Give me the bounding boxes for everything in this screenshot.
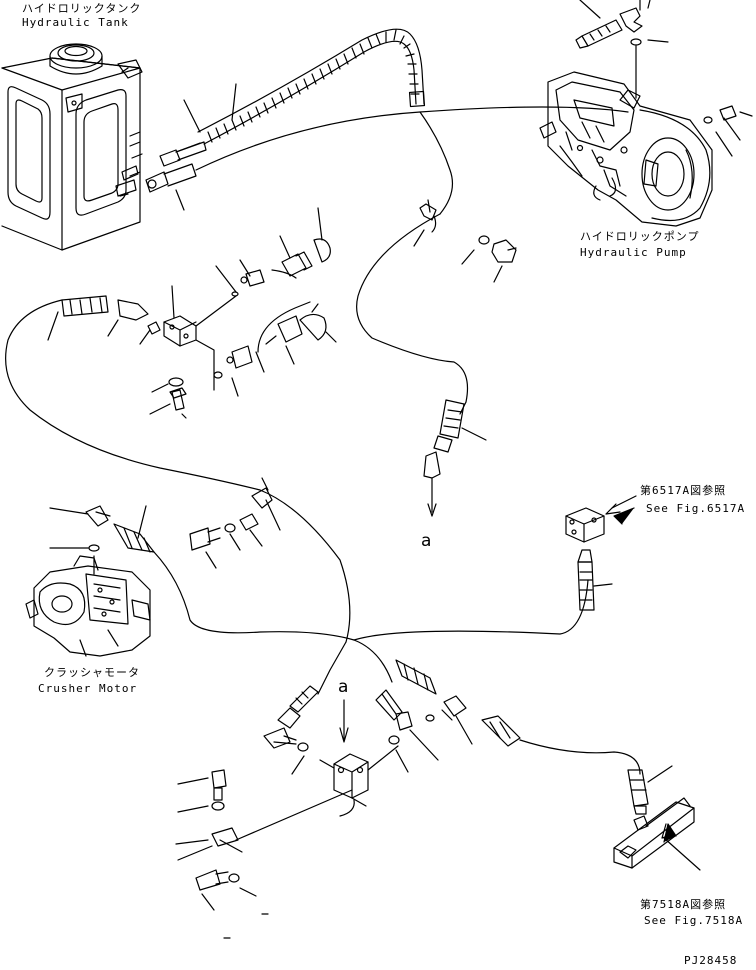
drawing-number: PJ28458 xyxy=(684,954,738,967)
crusher-motor-label-en: Crusher Motor xyxy=(38,682,138,695)
fig-6517a-reference-jp: 第6517A図参照 xyxy=(640,484,727,497)
fig-6517a-reference-en: See Fig.6517A xyxy=(646,502,746,515)
hydraulic-pump-label-en: Hydraulic Pump xyxy=(580,246,687,259)
lower-assembly xyxy=(175,495,701,939)
fig-7518a-reference-jp: 第7518A図参照 xyxy=(640,898,727,911)
tank-hoses xyxy=(145,28,629,215)
right-hose xyxy=(356,213,487,517)
connection-a-lower-label: a xyxy=(338,677,349,697)
center-clamp xyxy=(189,477,351,643)
upper-middle-fittings xyxy=(175,0,741,397)
crusher-motor xyxy=(25,505,355,657)
crusher-motor-label-jp: クラッシャモータ xyxy=(44,666,140,679)
upper-manifold xyxy=(5,285,261,491)
hydraulic-tank xyxy=(1,43,143,251)
hydraulic-tank-label-en: Hydraulic Tank xyxy=(22,16,129,29)
hydraulic-pump xyxy=(539,7,753,227)
fig-7518a-reference-en: See Fig.7518A xyxy=(644,914,744,927)
hydraulic-tank-label-jp: ハイドロリックタンク xyxy=(22,2,142,15)
hydraulic-pump-label-jp: ハイドロリックポンプ xyxy=(580,230,700,243)
connection-a-upper-label: a xyxy=(421,531,432,551)
reference-arrows xyxy=(613,507,677,843)
